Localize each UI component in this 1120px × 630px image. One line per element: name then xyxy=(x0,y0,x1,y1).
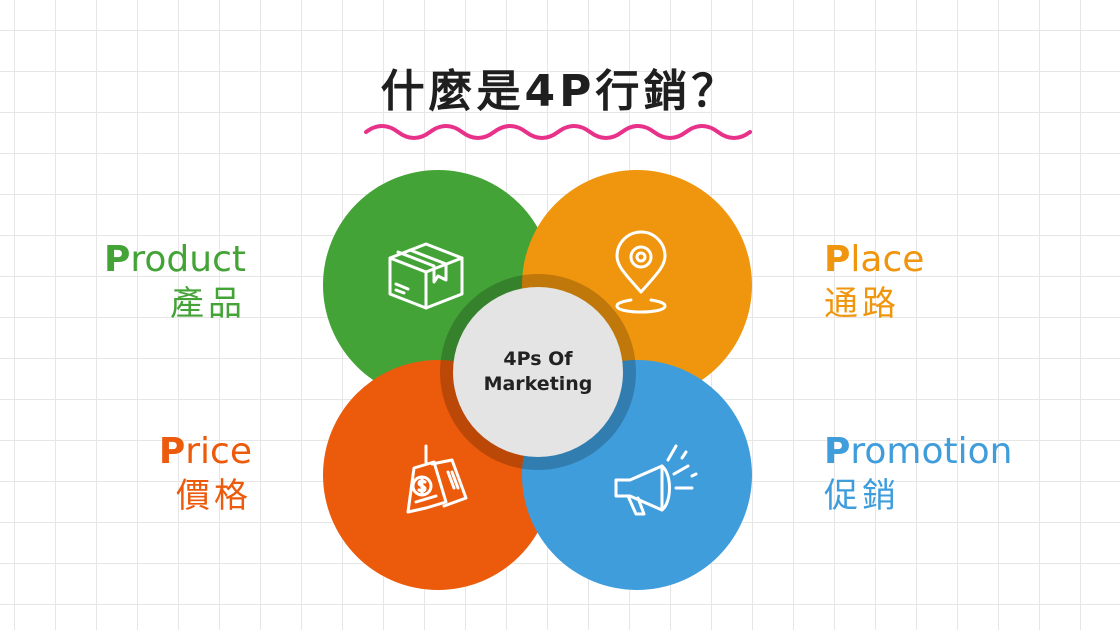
center-label-line2: Marketing xyxy=(483,373,593,395)
promotion-label-zh: 促銷 xyxy=(824,476,900,516)
page-title: 什麼是4P行銷？ xyxy=(380,66,740,117)
product-label-zh: 產品 xyxy=(170,284,246,324)
promotion-label: Promotion 促銷 xyxy=(824,430,1012,518)
promotion-label-en: Promotion xyxy=(824,430,1012,474)
place-label-zh: 通路 xyxy=(824,284,900,324)
location-pin-icon xyxy=(615,230,667,314)
place-initial: P xyxy=(824,239,851,280)
price-tag-icon xyxy=(406,444,468,514)
product-label: Product 產品 xyxy=(104,238,246,326)
price-rest: rice xyxy=(185,431,252,472)
product-rest: roduct xyxy=(130,239,246,280)
title-underline-wave xyxy=(364,124,752,140)
price-initial: P xyxy=(158,431,186,472)
box-icon xyxy=(388,242,464,310)
price-label: Price 價格 xyxy=(159,430,252,518)
promotion-initial: P xyxy=(824,431,851,472)
place-label-en: Place xyxy=(824,238,924,282)
price-label-zh: 價格 xyxy=(176,476,252,516)
place-label: Place 通路 xyxy=(824,238,924,326)
center-circle: 4Ps Of Marketing xyxy=(453,287,623,457)
product-label-en: Product xyxy=(104,238,246,282)
center-label-line1: 4Ps Of xyxy=(503,348,573,370)
promotion-rest: romotion xyxy=(850,431,1013,472)
price-label-en: Price xyxy=(159,430,252,474)
place-rest: lace xyxy=(850,239,925,280)
product-initial: P xyxy=(103,239,131,280)
megaphone-icon xyxy=(614,444,698,516)
